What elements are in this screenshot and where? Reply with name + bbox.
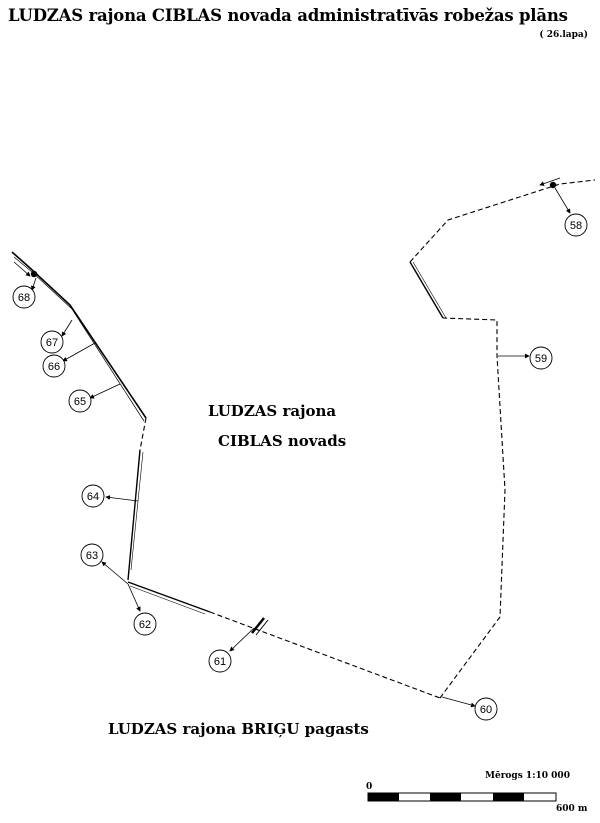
sheet-number: ( 26.lapa) [539, 30, 588, 40]
boundary-solid [11, 251, 447, 615]
point-label-61: 61 [214, 656, 226, 668]
point-circle-64: 64 [81, 484, 105, 508]
point-circle-66: 66 [42, 354, 66, 378]
scale-bar [367, 792, 557, 802]
center-label-novads: CIBLAS novads [218, 432, 347, 450]
boundary-markers [13, 177, 561, 636]
point-circle-68: 68 [12, 285, 36, 309]
map-title: LUDZAS rajona CIBLAS novada administratī… [8, 6, 568, 25]
point-label-63: 63 [86, 550, 98, 562]
point-label-67: 67 [46, 337, 58, 349]
point-label-58: 58 [570, 220, 582, 232]
point-circle-58: 58 [564, 213, 588, 237]
leader-lines [30, 187, 571, 708]
point-circle-67: 67 [40, 330, 64, 354]
boundary-crossing-mark-61 [251, 617, 265, 634]
point-circle-60: 60 [474, 697, 498, 721]
boundary-marker-dot-68 [30, 270, 38, 278]
center-label-rajona: LUDZAS rajona [208, 402, 337, 420]
point-label-59: 59 [535, 353, 547, 365]
point-circle-65: 65 [68, 389, 92, 413]
direction-arrow-58 [539, 177, 561, 186]
point-label-65: 65 [74, 396, 86, 408]
point-label-64: 64 [87, 491, 99, 503]
scale-start-label: 0 [366, 782, 373, 792]
scale-end-label: 600 m [556, 804, 588, 814]
point-circle-62: 62 [133, 612, 157, 636]
point-label-66: 66 [48, 361, 60, 373]
boundary-dashed [139, 179, 596, 699]
scale-title: Mērogs 1:10 000 [485, 771, 570, 781]
point-label-68: 68 [18, 292, 30, 304]
bottom-label-pagasts: LUDZAS rajona BRIĢU pagasts [108, 720, 369, 738]
point-circle-63: 63 [80, 543, 104, 567]
direction-arrow-68 [13, 261, 31, 277]
point-circle-59: 59 [529, 346, 553, 370]
point-label-62: 62 [139, 619, 151, 631]
boundary-marker-dot-58 [549, 181, 557, 189]
point-label-60: 60 [480, 704, 492, 716]
point-circle-61: 61 [208, 649, 232, 673]
